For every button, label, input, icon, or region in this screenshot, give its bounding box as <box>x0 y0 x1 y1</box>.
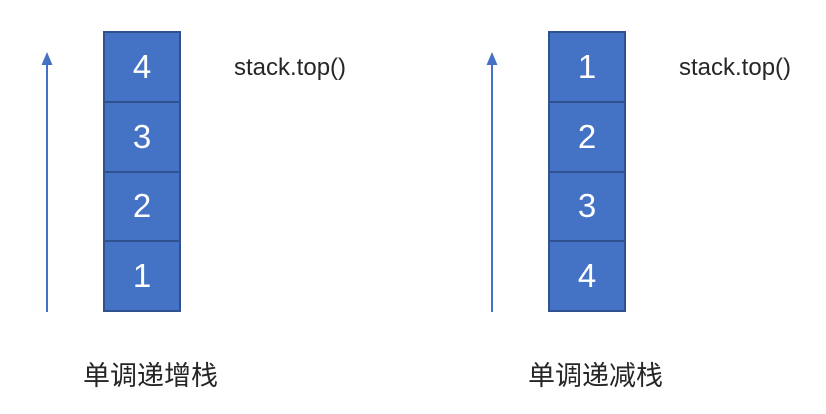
stack-column: 4 3 2 1 <box>103 31 181 312</box>
stack-column: 1 2 3 4 <box>548 31 626 312</box>
stack-cell: 2 <box>550 100 624 171</box>
up-arrow-icon <box>41 52 53 312</box>
stack-caption: 单调递增栈 <box>83 361 218 391</box>
stack-cell: 1 <box>577 47 597 85</box>
up-arrow-icon <box>486 52 498 312</box>
stack-caption: 单调递减栈 <box>528 361 663 391</box>
stack-top-label: stack.top() <box>679 54 792 81</box>
stack-cell: 2 <box>105 170 179 241</box>
stack-cell: 3 <box>550 170 624 241</box>
decreasing-stack-group: 1 2 3 4 stack.top() 单调递减栈 <box>445 0 826 414</box>
stack-top-label: stack.top() <box>234 54 347 81</box>
stack-cell: 4 <box>132 47 152 85</box>
stack-cell: 3 <box>105 100 179 171</box>
stack-cell: 4 <box>550 240 624 310</box>
stack-cell: 1 <box>105 240 179 310</box>
increasing-stack-group: 4 3 2 1 stack.top() 单调递增栈 <box>41 31 347 391</box>
